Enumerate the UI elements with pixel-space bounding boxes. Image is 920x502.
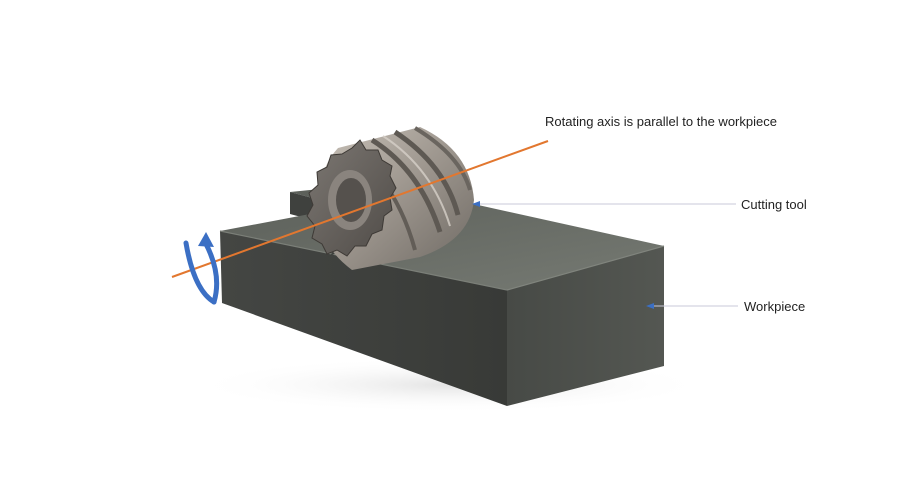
rotating-axis-line xyxy=(171,140,549,278)
cutting-tool-label: Cutting tool xyxy=(741,197,807,212)
cutting-tool-flute-1 xyxy=(370,137,443,233)
workpiece-front-face xyxy=(220,231,507,406)
leader-arrow-icon xyxy=(472,201,480,207)
axis-label: Rotating axis is parallel to the workpie… xyxy=(545,114,777,129)
workpiece-label: Workpiece xyxy=(744,299,806,314)
cutting-tool-flute-hl xyxy=(382,135,451,227)
cutting-tool-bore-inner xyxy=(336,178,366,222)
workpiece-edge-highlight-right xyxy=(506,245,665,291)
cutting-tool xyxy=(306,126,474,270)
workpiece-right-face xyxy=(507,246,664,406)
cutting-tool-flute-3 xyxy=(413,126,472,191)
leader-arrow-icon xyxy=(646,303,654,309)
rotation-arrow-icon xyxy=(183,232,220,305)
cutting-tool-flute-2 xyxy=(393,129,461,216)
